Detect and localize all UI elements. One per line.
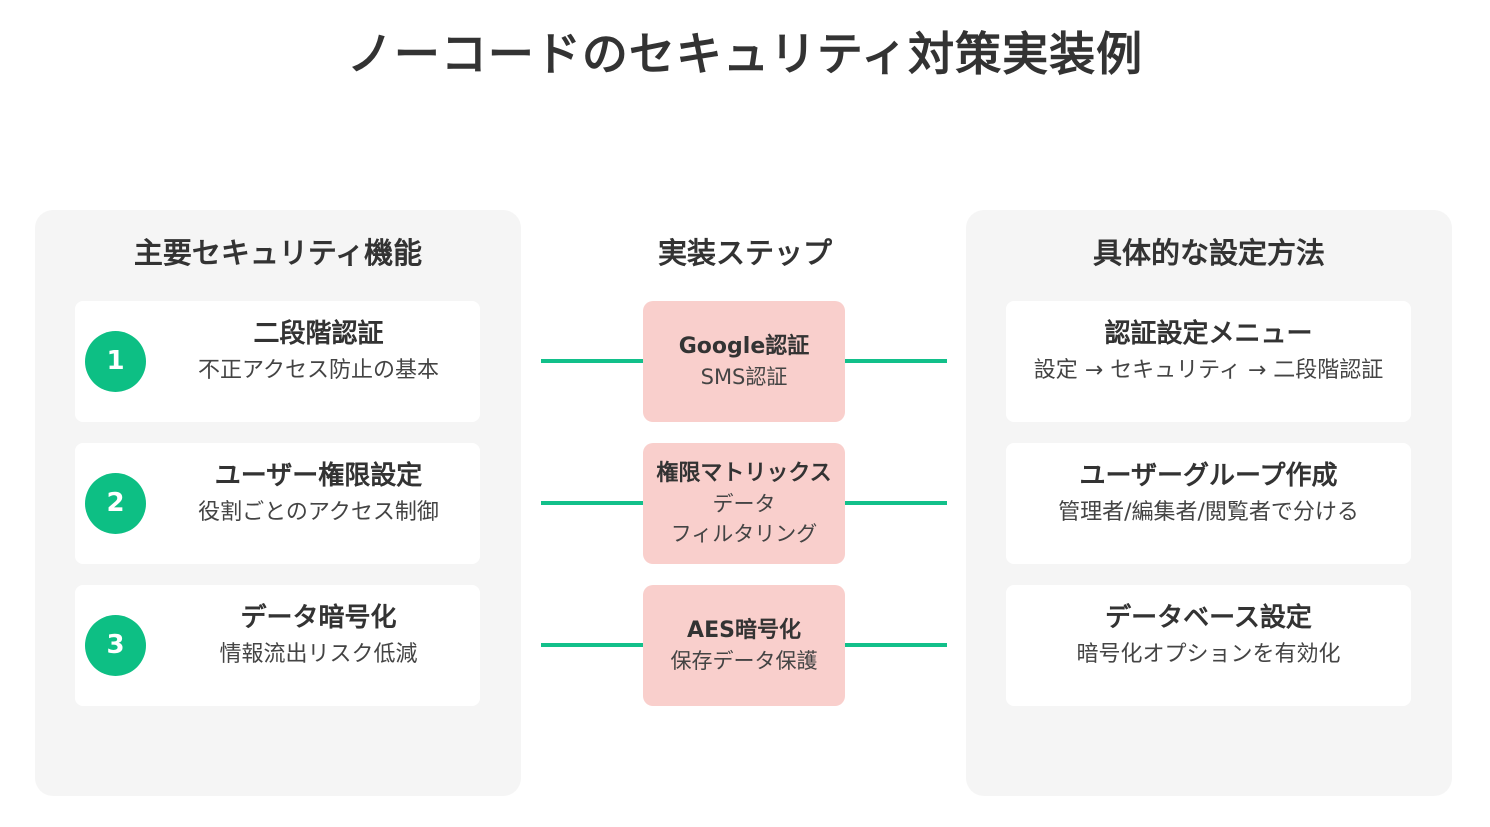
feature-title: データ暗号化	[240, 603, 397, 633]
config-card-text: データベース設定 暗号化オプションを有効化	[1006, 599, 1411, 673]
connector-line	[845, 643, 947, 647]
config-card-text: ユーザーグループ作成 管理者/編集者/閲覧者で分ける	[1006, 457, 1411, 531]
feature-card-two-factor: 1 二段階認証 不正アクセス防止の基本	[75, 301, 480, 422]
config-title: データベース設定	[1105, 603, 1312, 633]
feature-subtitle: 情報流出リスク低減	[219, 642, 418, 667]
step-title: Google認証	[678, 333, 810, 359]
step-box-permission-matrix: 権限マトリックス データ フィルタリング	[643, 443, 845, 564]
configuration-methods-panel: 具体的な設定方法 認証設定メニュー 設定 → セキュリティ → 二段階認証 ユー…	[966, 210, 1452, 796]
connector-line	[845, 501, 947, 505]
config-subtitle: 暗号化オプションを有効化	[1076, 642, 1341, 667]
security-features-panel: 主要セキュリティ機能 1 二段階認証 不正アクセス防止の基本 2 ユーザー権限設…	[35, 210, 521, 796]
feature-title: 二段階認証	[253, 319, 384, 349]
config-title: 認証設定メニュー	[1104, 319, 1313, 349]
configuration-methods-title: 具体的な設定方法	[1092, 236, 1325, 270]
step-number-badge: 2	[85, 473, 146, 534]
step-title: 権限マトリックス	[656, 460, 832, 486]
config-card-user-groups: ユーザーグループ作成 管理者/編集者/閲覧者で分ける	[1006, 443, 1411, 564]
step-title: AES暗号化	[687, 617, 801, 643]
connector-line	[541, 359, 643, 363]
connector-line	[541, 643, 643, 647]
config-card-text: 認証設定メニュー 設定 → セキュリティ → 二段階認証	[1006, 315, 1411, 389]
config-card-auth-menu: 認証設定メニュー 設定 → セキュリティ → 二段階認証	[1006, 301, 1411, 422]
feature-card-text: 二段階認証 不正アクセス防止の基本	[157, 315, 480, 389]
config-card-database: データベース設定 暗号化オプションを有効化	[1006, 585, 1411, 706]
feature-card-text: データ暗号化 情報流出リスク低減	[157, 599, 480, 673]
config-subtitle: 設定 → セキュリティ → 二段階認証	[1033, 358, 1384, 383]
page-title: ノーコードのセキュリティ対策実装例	[346, 27, 1144, 81]
security-features-title: 主要セキュリティ機能	[133, 236, 423, 270]
connector-line	[845, 359, 947, 363]
step-box-aes-encryption: AES暗号化 保存データ保護	[643, 585, 845, 706]
feature-title: ユーザー権限設定	[214, 461, 423, 491]
step-number-badge: 3	[85, 615, 146, 676]
feature-subtitle: 役割ごとのアクセス制御	[198, 500, 439, 525]
step-number-badge: 1	[85, 331, 146, 392]
step-detail: 保存データ保護	[670, 648, 818, 673]
config-title: ユーザーグループ作成	[1079, 461, 1338, 491]
step-box-authentication: Google認証 SMS認証	[643, 301, 845, 422]
implementation-steps-title: 実装ステップ	[657, 236, 832, 270]
feature-card-user-permissions: 2 ユーザー権限設定 役割ごとのアクセス制御	[75, 443, 480, 564]
feature-subtitle: 不正アクセス防止の基本	[198, 358, 439, 383]
connector-line	[541, 501, 643, 505]
step-detail: SMS認証	[700, 364, 788, 389]
step-detail: データ	[712, 491, 776, 516]
feature-card-data-encryption: 3 データ暗号化 情報流出リスク低減	[75, 585, 480, 706]
feature-card-text: ユーザー権限設定 役割ごとのアクセス制御	[157, 457, 480, 531]
step-detail: フィルタリング	[670, 521, 818, 546]
config-subtitle: 管理者/編集者/閲覧者で分ける	[1058, 500, 1359, 525]
